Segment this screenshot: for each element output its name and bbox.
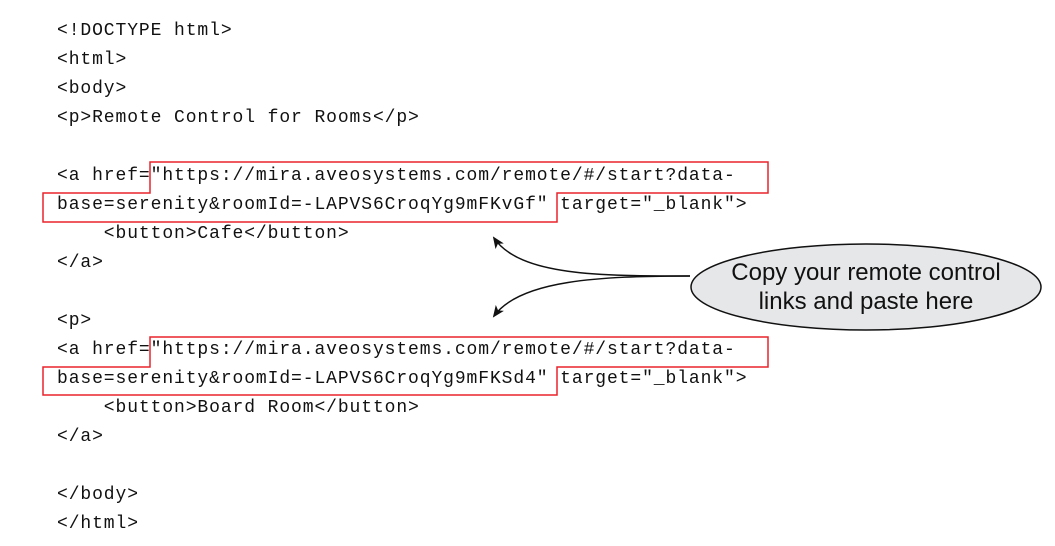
code-line: <a href="https://mira.aveosystems.com/re… bbox=[57, 166, 736, 186]
code-line: </a> bbox=[57, 253, 104, 273]
code-line: base=serenity&roomId=-LAPVS6CroqYg9mFKvG… bbox=[57, 195, 748, 215]
code-line: <html> bbox=[57, 50, 128, 70]
code-line: base=serenity&roomId=-LAPVS6CroqYg9mFKSd… bbox=[57, 369, 748, 389]
html-code-listing: <!DOCTYPE html> <html> <body> <p>Remote … bbox=[57, 17, 747, 539]
code-line: </body> bbox=[57, 485, 139, 505]
code-line: <a href="https://mira.aveosystems.com/re… bbox=[57, 340, 736, 360]
code-line: </a> bbox=[57, 427, 104, 447]
arrow-to-link-2 bbox=[492, 275, 691, 318]
code-line: <p> bbox=[57, 311, 93, 331]
url-highlight-box-1 bbox=[42, 161, 769, 223]
code-line: <!DOCTYPE html> bbox=[57, 21, 233, 41]
code-line: <body> bbox=[57, 79, 128, 99]
code-line: <p>Remote Control for Rooms</p> bbox=[57, 108, 420, 128]
url-highlight-box-2 bbox=[42, 336, 769, 396]
code-line: </html> bbox=[57, 514, 139, 534]
callout-line-2: links and paste here bbox=[758, 288, 974, 315]
callout-text: Copy your remote control links and paste… bbox=[692, 244, 1040, 330]
callout-bubble bbox=[690, 243, 1042, 331]
arrow-to-link-1 bbox=[492, 236, 691, 277]
code-line: <button>Board Room</button> bbox=[57, 398, 420, 418]
code-line: <button>Cafe</button> bbox=[57, 224, 350, 244]
callout-line-1: Copy your remote control bbox=[731, 259, 1001, 286]
